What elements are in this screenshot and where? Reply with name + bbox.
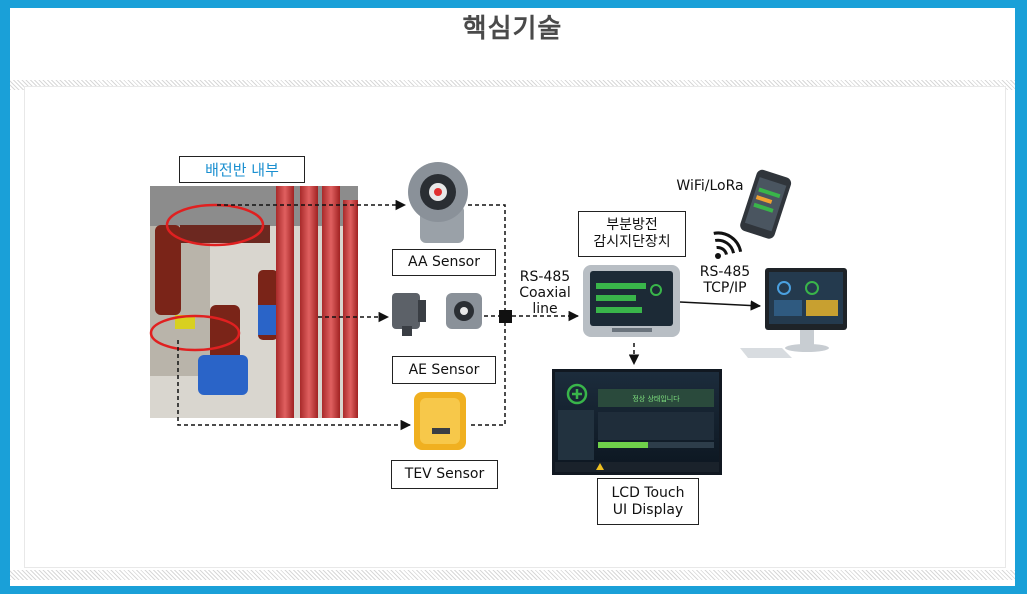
aa-sensor-label: AA Sensor	[392, 249, 496, 276]
rs485-tcpip-label: RS-485 TCP/IP	[690, 264, 760, 296]
tcp-link-arrow	[679, 300, 762, 311]
aa-sensor-image	[408, 162, 468, 243]
wifi-icon	[713, 231, 743, 259]
monitoring-device-image	[583, 265, 680, 337]
tev-sensor-label: TEV Sensor	[391, 460, 498, 489]
lcd-display-label-line1: LCD Touch	[611, 484, 685, 501]
monitoring-device-label-line1: 부분방전	[606, 217, 658, 234]
coaxial-line-text: Coaxial line	[519, 285, 571, 318]
pattern-band-top	[10, 80, 1015, 90]
page-title: 핵심기술	[462, 14, 563, 44]
lcd-display-label-line2: UI Display	[612, 501, 684, 518]
desktop-monitor-image	[740, 268, 847, 358]
tev-sensor-image	[414, 392, 466, 450]
lcd-display-label: LCD Touch UI Display	[597, 478, 699, 525]
monitoring-device-label: 부분방전 감시지단장치	[578, 211, 686, 257]
switchgear-interior-label: 배전반 내부	[179, 156, 305, 183]
lcd-status-text: 정상 상태입니다	[632, 394, 680, 403]
tcpip-text: TCP/IP	[703, 280, 747, 297]
pattern-band-bottom	[10, 570, 1015, 580]
junction-node	[499, 310, 512, 323]
wifi-lora-label: WiFi/LoRa	[676, 178, 744, 194]
rs485-right-text: RS-485	[699, 264, 751, 280]
ae-sensor-image	[392, 293, 482, 336]
rs485-left-text: RS-485	[519, 269, 571, 285]
smartphone-image	[740, 169, 792, 239]
lcd-display-image	[552, 369, 722, 475]
switchgear-photo	[149, 186, 358, 418]
rs485-coaxial-label: RS-485 Coaxial line	[505, 269, 585, 317]
ae-sensor-label: AE Sensor	[392, 356, 496, 384]
monitoring-device-label-line2: 감시지단장치	[593, 234, 671, 250]
